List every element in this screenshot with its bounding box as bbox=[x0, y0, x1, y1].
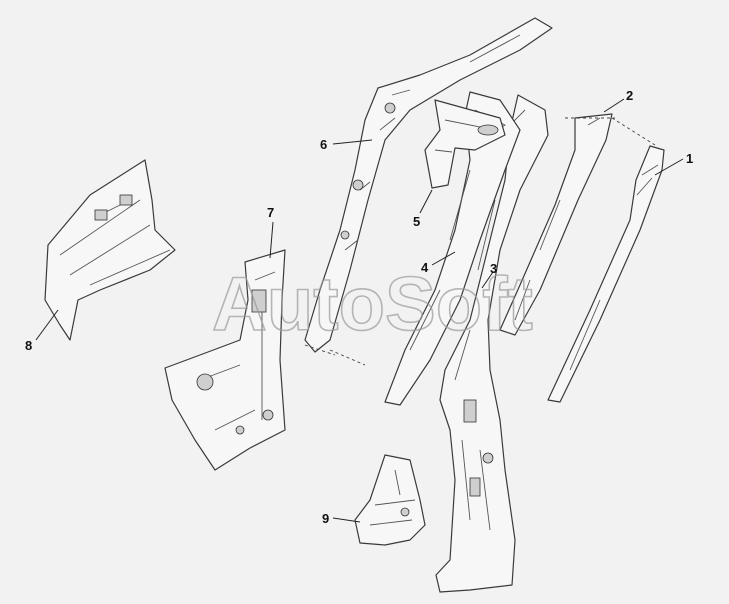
callout-9: 9 bbox=[322, 511, 329, 526]
part-2 bbox=[499, 113, 656, 336]
callout-6: 6 bbox=[320, 137, 327, 152]
callout-3: 3 bbox=[490, 261, 497, 276]
part-6 bbox=[304, 17, 553, 366]
callout-7: 7 bbox=[267, 205, 274, 220]
leader-lines bbox=[35, 98, 684, 523]
watermark: AutoSoft bbox=[212, 262, 533, 347]
callout-2: 2 bbox=[626, 88, 633, 103]
callout-8: 8 bbox=[25, 338, 32, 353]
part-8 bbox=[44, 159, 176, 341]
part-3 bbox=[435, 94, 549, 593]
callout-5: 5 bbox=[413, 214, 420, 229]
part-9 bbox=[354, 454, 426, 546]
callout-1: 1 bbox=[686, 151, 693, 166]
part-5 bbox=[424, 99, 506, 189]
callout-4: 4 bbox=[421, 260, 429, 275]
part-7 bbox=[164, 249, 286, 471]
part-1 bbox=[547, 145, 665, 403]
